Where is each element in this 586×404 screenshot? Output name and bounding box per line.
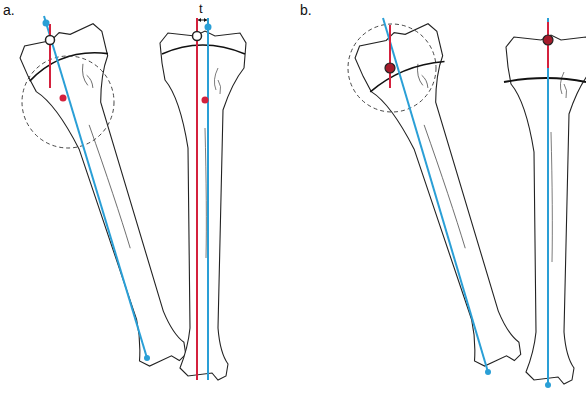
dimension-label: t [199,2,203,15]
panel-label: a. [3,3,15,17]
panel-label: b. [300,3,312,17]
